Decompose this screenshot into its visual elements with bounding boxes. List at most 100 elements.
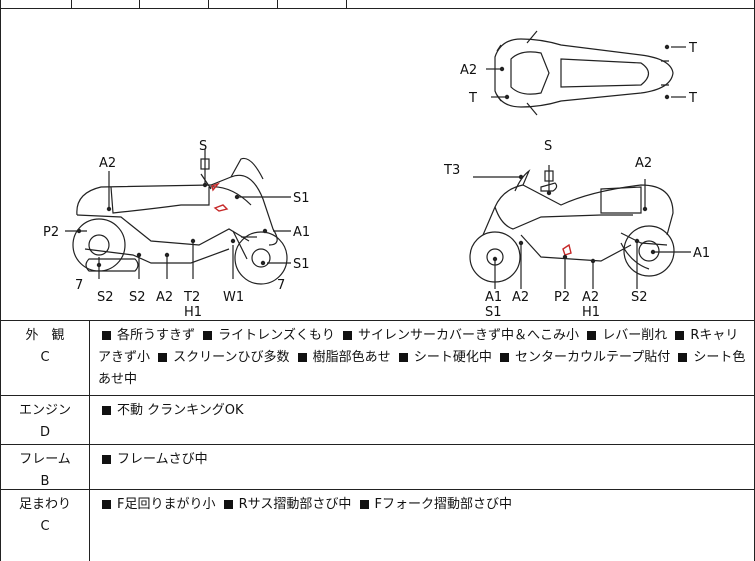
- right-damage-marks: [562, 243, 572, 256]
- note-text: 各所うすきず: [117, 328, 196, 343]
- damage-diagram: A2 T T T: [1, 9, 755, 321]
- top-view-points: [499, 44, 670, 100]
- note-item: F足回りまがり小: [98, 497, 215, 512]
- notes-cell: 各所うすきず ライトレンズくもり サイレンサーカバーきず中＆へこみ小 レバー削れ…: [98, 321, 755, 391]
- category-name: 外 観: [25, 328, 65, 343]
- note-text: F足回りまがり小: [117, 497, 216, 512]
- right-label: S: [544, 139, 552, 154]
- note-item: サイレンサーカバーきず中＆へこみ小: [339, 328, 579, 343]
- category-column-divider: [89, 321, 90, 561]
- note-item: シート色あせ中: [98, 350, 745, 387]
- header-cell-divider: [71, 0, 72, 9]
- left-label: 7: [277, 278, 285, 293]
- note-text: 不動 クランキングOK: [117, 403, 244, 418]
- top-label: T: [688, 41, 697, 56]
- left-label: A2: [156, 290, 173, 305]
- notes-cell: フレームさび中: [98, 445, 755, 471]
- left-label: W1: [223, 290, 244, 305]
- right-label: S2: [631, 290, 648, 305]
- left-label: S2: [97, 290, 114, 305]
- note-text: ライトレンズくもり: [218, 328, 335, 343]
- left-label: S2: [129, 290, 146, 305]
- note-item: フレームさび中: [98, 452, 208, 467]
- row-engine: エンジン D 不動 クランキングOK: [1, 396, 755, 445]
- bullet-square-icon: [158, 352, 168, 362]
- category-cell: 足まわり C: [1, 490, 89, 538]
- note-text: レバー削れ: [602, 328, 668, 343]
- row-exterior: 外 観 C 各所うすきず ライトレンズくもり サイレンサーカバーきず中＆へこみ小…: [1, 321, 755, 396]
- category-name: フレーム: [19, 452, 71, 467]
- left-label: P2: [43, 225, 59, 240]
- right-label: T3: [443, 163, 460, 178]
- header-cell-divider: [139, 0, 140, 9]
- bullet-square-icon: [675, 330, 685, 340]
- bullet-square-icon: [297, 352, 307, 362]
- category-grade: D: [39, 425, 50, 440]
- left-label: S: [199, 139, 207, 154]
- top-view: [486, 30, 686, 116]
- right-label: H1: [582, 305, 600, 320]
- bullet-square-icon: [499, 352, 509, 362]
- right-label: A1: [485, 290, 502, 305]
- right-label: A1: [693, 246, 710, 261]
- left-damage-marks: [211, 182, 229, 212]
- bullet-square-icon: [102, 454, 111, 464]
- right-label: A2: [635, 156, 652, 171]
- note-item: レバー削れ: [583, 328, 667, 343]
- condition-table: 外 観 C 各所うすきず ライトレンズくもり サイレンサーカバーきず中＆へこみ小…: [1, 321, 755, 561]
- right-label: P2: [554, 290, 570, 305]
- category-cell: 外 観 C: [1, 321, 89, 369]
- note-text: フレームさび中: [117, 452, 208, 467]
- bullet-square-icon: [203, 330, 213, 340]
- right-label: A2: [512, 290, 529, 305]
- note-item: 不動 クランキングOK: [98, 403, 244, 418]
- left-label: A2: [99, 156, 116, 171]
- row-frame: フレーム B フレームさび中: [1, 445, 755, 490]
- right-label: S1: [485, 305, 502, 320]
- left-label: S1: [293, 257, 310, 272]
- bullet-square-icon: [398, 352, 408, 362]
- note-item: シート硬化中: [395, 350, 492, 365]
- bullet-square-icon: [587, 330, 597, 340]
- note-item: 樹脂部色あせ: [294, 350, 391, 365]
- bullet-square-icon: [678, 352, 688, 362]
- top-label: A2: [460, 63, 477, 78]
- category-name: エンジン: [18, 403, 71, 418]
- category-name: 足まわり: [18, 497, 71, 512]
- left-label: T2: [183, 290, 200, 305]
- bullet-square-icon: [359, 499, 369, 509]
- note-text: センターカウルテープ貼付: [514, 350, 671, 365]
- header-cell-divider: [346, 0, 347, 9]
- scooter-diagram-svg: A2 T T T: [43, 30, 710, 320]
- note-item: センターカウルテープ貼付: [496, 350, 670, 365]
- note-item: 各所うすきず: [98, 328, 195, 343]
- notes-cell: 不動 クランキングOK: [98, 396, 755, 422]
- note-text: スクリーンひび多数: [173, 350, 290, 365]
- left-side-view: [65, 149, 291, 285]
- left-view-points: [76, 182, 268, 268]
- right-side-view: [469, 165, 691, 289]
- bullet-square-icon: [102, 330, 111, 340]
- bullet-square-icon: [102, 499, 111, 509]
- note-text: Fフォーク摺動部さび中: [374, 497, 513, 512]
- note-text: シート硬化中: [413, 350, 492, 365]
- note-item: Fフォーク摺動部さび中: [356, 497, 512, 512]
- category-grade: C: [40, 519, 50, 534]
- notes-cell: F足回りまがり小 Rサス摺動部さび中 Fフォーク摺動部さび中: [98, 490, 755, 516]
- right-view-points: [492, 174, 656, 264]
- header-cell-divider: [277, 0, 278, 9]
- note-text: Rキャリアきず小: [98, 328, 739, 365]
- note-text: Rサス摺動部さび中: [238, 497, 352, 512]
- bullet-square-icon: [102, 405, 111, 415]
- category-cell: エンジン D: [1, 396, 89, 444]
- left-label: S1: [293, 191, 310, 206]
- note-item: Rキャリアきず小: [98, 328, 738, 365]
- left-label: 7: [75, 278, 83, 293]
- left-label: A1: [293, 225, 310, 240]
- top-label: T: [468, 91, 477, 106]
- bullet-square-icon: [343, 330, 353, 340]
- right-label: A2: [582, 290, 599, 305]
- note-item: Rサス摺動部さび中: [220, 497, 352, 512]
- header-row-remnant: [1, 0, 755, 9]
